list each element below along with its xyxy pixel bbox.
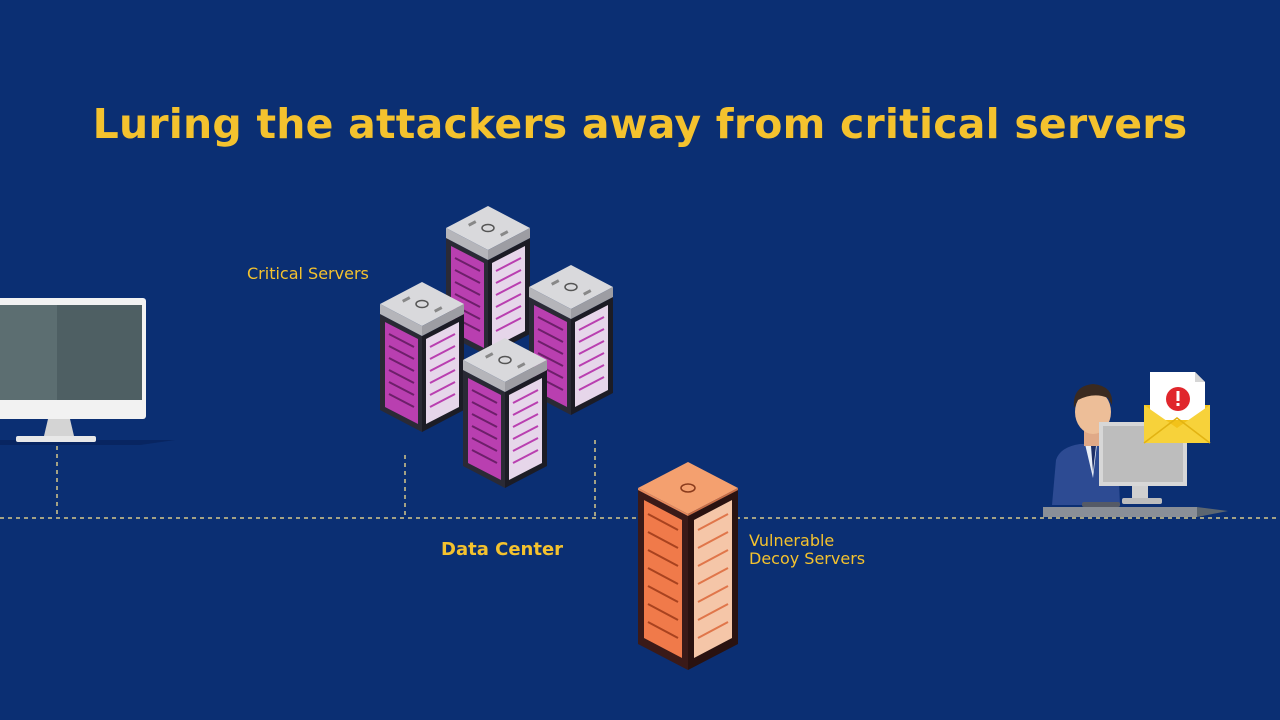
decoy-servers-label: Vulnerable Decoy Servers bbox=[749, 532, 865, 568]
decoy-server-icon bbox=[638, 462, 738, 670]
critical-servers bbox=[379, 205, 614, 489]
server-rack-icon bbox=[462, 337, 548, 489]
critical-servers-label: Critical Servers bbox=[247, 264, 369, 283]
decoy-label-line1: Vulnerable bbox=[749, 531, 835, 550]
diagram-title: Luring the attackers away from critical … bbox=[92, 100, 1188, 148]
decoy-label-line2: Decoy Servers bbox=[749, 549, 866, 568]
monitor-icon bbox=[0, 298, 175, 445]
data-center-label: Data Center bbox=[441, 539, 564, 560]
alert-envelope-icon bbox=[1143, 372, 1211, 444]
server-rack-icon bbox=[379, 281, 465, 433]
